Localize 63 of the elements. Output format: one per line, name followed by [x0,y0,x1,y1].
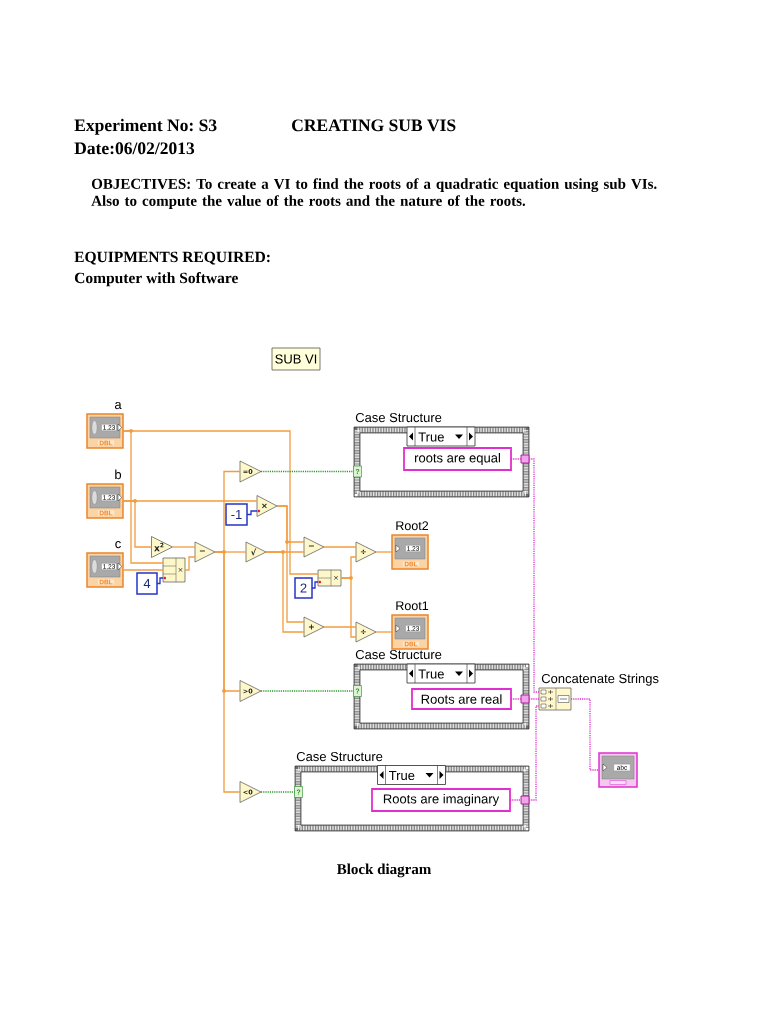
wire [214,551,241,793]
terminal-label: b [115,469,122,480]
multiply-function: × [256,495,278,517]
structure-label: Case Structure [296,751,383,762]
wire [340,577,357,638]
structure-label: Case Structure [355,649,442,660]
wire [265,551,305,633]
terminal-label: Root1 [396,601,429,611]
experiment-number: Experiment No: S3 [74,118,217,135]
wire [246,510,258,516]
wire [276,505,305,623]
wire [323,546,357,548]
wire-tunnel [520,454,530,464]
case-selector: True [406,663,476,684]
wire-tunnel [520,795,530,805]
wire [510,698,522,700]
string-constant: Roots are real [411,688,512,710]
wire [323,626,357,628]
subtract-function: − [194,541,216,563]
square-function: x$^{2}$ [151,536,173,558]
numeric-constant: 4 [136,572,158,595]
wire [570,698,600,771]
title: CREATING SUB VIS [292,119,456,132]
wire [510,458,522,460]
numeric-constant: 2 [294,577,313,599]
wire [528,705,540,801]
label-box: SUB VI [271,347,321,371]
wire [122,430,164,564]
objectives-text: OBJECTIVES: To create a VI to find the roots of a quadratic equation using sub VIs. Also to compute the value of the roots and the nature of the roots. [91,178,657,209]
equipment-text: Computer with Software [74,272,238,287]
date-text: Date:06/02/2013 [74,142,195,155]
wire-tunnel [520,694,530,704]
subtract-function: − [303,536,325,558]
case-selector: True [406,426,476,447]
wire [528,698,540,700]
wire [375,631,393,633]
wire [260,690,355,692]
structure-label: Case Structure [355,412,442,423]
add-function: + [303,616,325,638]
divide-function: ÷ [355,541,377,563]
function-label: Concatenate Strings [541,673,659,686]
wire [122,500,153,548]
caption: Block diagram [336,863,432,878]
wire [260,791,296,793]
square-root-function: √ [245,541,267,563]
wire [171,546,196,548]
wire [509,799,522,801]
wire [184,556,196,571]
wire [122,569,164,571]
wire [375,551,393,553]
terminal-label: Root2 [396,521,429,531]
section-heading: EQUIPMENTS REQUIRED: [74,251,270,265]
terminal-label: a [114,402,122,410]
wire [528,458,540,693]
case-selector: True [377,765,446,785]
wire [311,581,319,589]
numeric-constant: -1 [225,503,248,526]
string-constant: roots are equal [403,447,512,471]
wire [156,577,164,585]
string-constant: Roots are imaginary [371,788,511,812]
divide-function: ÷ [355,621,377,643]
terminal-label: c [115,541,121,549]
wire [260,470,355,473]
